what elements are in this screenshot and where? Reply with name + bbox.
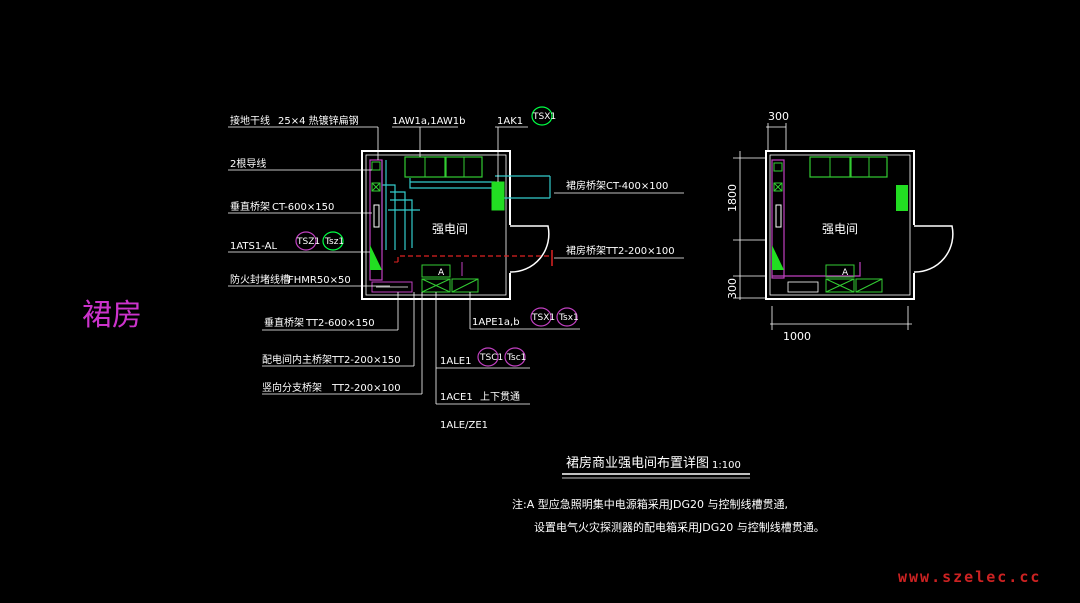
note-line-1: 注:A 型应急照明集中电源箱采用JDG20 与控制线槽贯通,: [512, 497, 788, 511]
label-grounding-spec: 25×4 热镀锌扁钢: [278, 114, 359, 127]
label-vertical-tray-1: 垂直桥架: [230, 200, 270, 213]
right-dimensions: [733, 123, 912, 330]
left-door-swing: [509, 225, 550, 273]
label-ale-ze: 1ALE/ZE1: [440, 420, 488, 431]
drawing-title: 裙房商业强电间布置详图: [566, 455, 709, 471]
left-cabinet-bottom-1: [421, 264, 451, 278]
label-aw: 1AW1a,1AW1b: [392, 116, 465, 127]
left-cabinet-right: [491, 181, 505, 211]
left-green-triangle: [370, 245, 382, 270]
label-two-ground: 2根导线: [230, 157, 266, 170]
circle-tags: [295, 106, 578, 367]
left-vertical-shaft: [369, 159, 383, 281]
right-green-triangle: [772, 245, 784, 270]
drawing-scale: 1:100: [712, 460, 741, 471]
label-vertical-tray-2-spec: TT2-600×150: [305, 318, 375, 329]
label-grounding: 接地干线: [230, 114, 270, 127]
right-cabinet-mark: A: [842, 268, 849, 278]
left-leaders: [228, 126, 684, 405]
left-plan: A 强电间 接地干线 25×4 热镀锌扁钢: [228, 106, 684, 431]
label-ace: 1ACE1: [440, 392, 473, 403]
left-cabinet-bottom-3: [451, 278, 479, 293]
label-branch-tray-spec: TT2-200×100: [331, 383, 401, 394]
label-branch-tray: 竖向分支桥架: [262, 381, 322, 394]
right-plan: A 强电间 300 1800 300 1000: [726, 110, 954, 343]
label-fire-tray: 防火封堵线槽: [230, 273, 290, 286]
dim-top: 300: [768, 110, 789, 123]
label-vertical-tray-2: 垂直桥架: [264, 316, 304, 329]
label-ak: 1AK1: [497, 116, 523, 127]
right-room-inner-wall: [769, 154, 911, 296]
label-skirt-tray-1: 裙房桥架: [566, 179, 606, 192]
label-ale: 1ALE1: [440, 356, 471, 367]
dim-bottom: 1000: [783, 330, 811, 343]
label-vertical-tray-1-spec: CT-600×150: [272, 202, 334, 213]
left-cable-trays: [381, 160, 551, 250]
note-line-2: 设置电气火灾探测器的配电箱采用JDG20 与控制线槽贯通。: [534, 520, 825, 534]
left-cabinet-mark: A: [438, 268, 445, 278]
label-fire-tray-spec: FHMR50×50: [288, 275, 351, 286]
left-cabinet-bottom-4: [371, 281, 413, 293]
tag-tsc1: TSC1: [479, 353, 503, 363]
label-updown: 上下贯通: [480, 391, 520, 403]
right-room-label: 强电间: [822, 222, 858, 236]
tag-tsz1-b: Tsz1: [324, 237, 344, 247]
label-ats: 1ATS1-AL: [230, 241, 277, 252]
label-skirt-tray-2: 裙房桥架: [566, 244, 606, 257]
right-cabinet-right: [896, 185, 908, 211]
dim-left-small: 300: [726, 278, 739, 299]
tag-tsz1: TSZ1: [296, 237, 320, 247]
label-ape: 1APE1a,b: [472, 317, 520, 328]
dim-left: 1800: [726, 184, 739, 212]
tag-tsx1-top: TSX1: [532, 112, 556, 122]
label-room-main-tray-spec: TT2-200×150: [331, 355, 401, 366]
tag-tsx1-mid-b: Tsx1: [558, 313, 579, 323]
label-skirt-tray-1-spec: CT-400×100: [606, 181, 668, 192]
right-door-gap: [912, 225, 918, 273]
side-label: 裙房: [82, 298, 142, 333]
watermark: www.szelec.cc: [898, 568, 1041, 586]
label-skirt-tray-2-spec: TT2-200×100: [605, 246, 675, 257]
right-door-swing: [913, 225, 954, 273]
left-door-gap: [508, 225, 514, 273]
tag-tsc1-b: Tsc1: [506, 353, 526, 363]
left-room-label: 强电间: [432, 222, 468, 236]
right-shaft: [771, 159, 785, 279]
tag-tsx1-mid: TSX1: [531, 313, 555, 323]
left-fire-tray: [397, 255, 552, 262]
label-room-main-tray: 配电间内主桥架: [262, 353, 332, 366]
